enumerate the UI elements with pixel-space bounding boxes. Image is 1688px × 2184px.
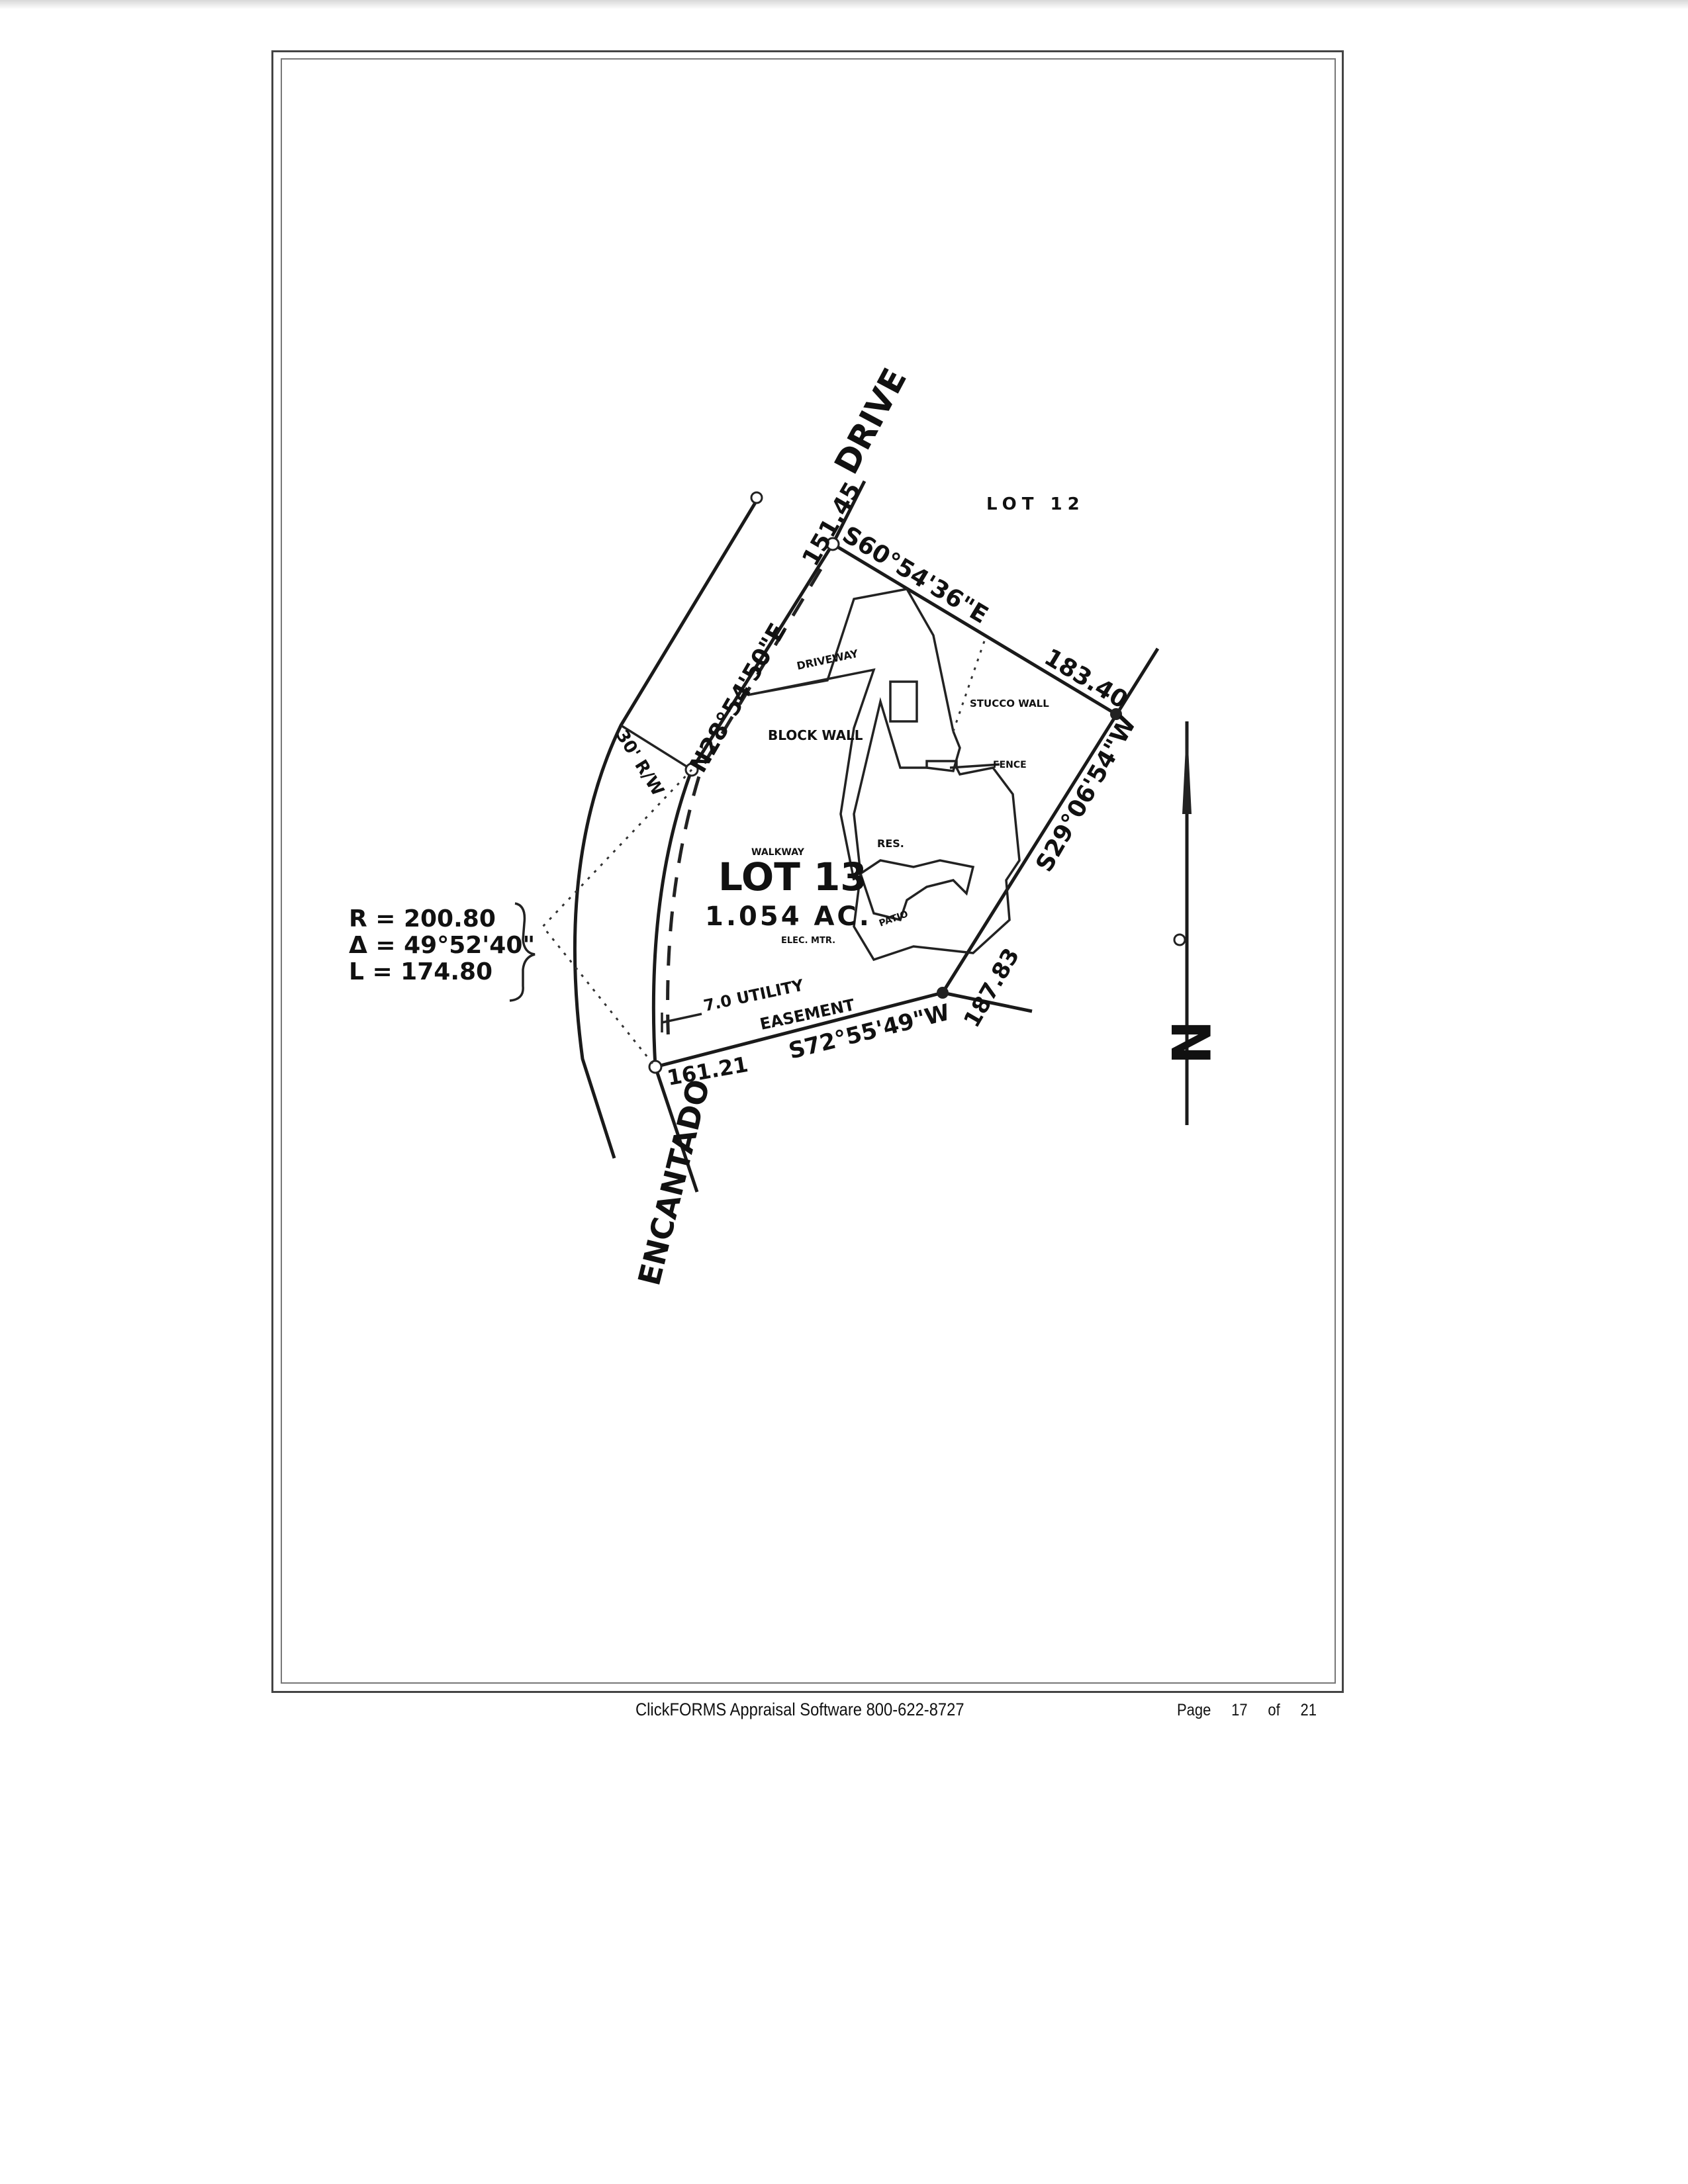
corner-marker <box>825 537 840 551</box>
page-label: Page <box>1177 1701 1211 1719</box>
north-arrow-marker <box>1173 933 1186 946</box>
fence-line <box>949 763 1000 769</box>
curve-radius: R = 200.80 <box>349 905 496 933</box>
driveway-label: DRIVEWAY <box>796 647 860 672</box>
residence-outline <box>853 697 1021 962</box>
curve-length: L = 174.80 <box>349 958 492 985</box>
walkway-label: WALKWAY <box>751 847 805 858</box>
scan-edge-shade <box>0 0 1688 9</box>
curve-delta: Δ = 49°52'40" <box>349 932 535 959</box>
stucco-wall-label: STUCCO WALL <box>970 698 1049 709</box>
bearing-northwest: N28°54'50"E <box>684 619 792 777</box>
north-label: N <box>1159 1021 1221 1065</box>
acreage-label: 1.054 AC. <box>705 901 872 932</box>
stucco-wall <box>926 731 961 772</box>
stucco-wall-dotted <box>952 635 988 732</box>
curve-data-brace <box>509 902 536 1002</box>
footer-page-number: Page 17 of 21 <box>1177 1701 1325 1720</box>
block-wall <box>747 668 876 881</box>
elec-meter-label: ELEC. MTR. <box>781 936 835 946</box>
lot-13-label: LOT 13 <box>718 854 867 899</box>
right-of-way-line <box>620 724 692 771</box>
corner-marker <box>937 987 949 999</box>
page-border-inner <box>281 58 1336 1684</box>
street-label-drive: DRIVE <box>827 362 914 480</box>
page-border-outer <box>271 50 1344 1693</box>
structure <box>889 680 918 723</box>
page-number: 17 <box>1231 1701 1248 1719</box>
block-wall-label: BLOCK WALL <box>768 727 863 743</box>
corner-marker <box>648 1060 663 1074</box>
easement-arrow <box>661 1013 702 1032</box>
patio-label: PATIO <box>878 909 910 929</box>
lot-12-label: LOT 12 <box>986 494 1085 514</box>
bearing-southeast: S29°06'54"W <box>1031 712 1141 877</box>
street-label-encantado: ENCANTADO <box>631 1076 716 1289</box>
patio-outline <box>859 859 975 922</box>
easement-line <box>666 568 823 1046</box>
residence-label: RES. <box>877 837 904 850</box>
lot-boundary-curve <box>651 769 699 1193</box>
lot-boundary-northeast <box>831 542 1117 716</box>
curve-radius-lines <box>541 768 693 1068</box>
page-total: 21 <box>1300 1701 1317 1719</box>
distance-southeast: 187.83 <box>959 944 1025 1032</box>
lot-boundary-southeast <box>941 647 1160 994</box>
fence-label: FENCE <box>993 760 1027 770</box>
of-label: of <box>1268 1701 1280 1719</box>
monument-marker <box>750 491 763 504</box>
road-outer-line <box>573 494 762 1159</box>
north-arrow-head <box>1182 721 1192 814</box>
distance-northeast: 183.40 <box>1039 644 1132 715</box>
corner-marker <box>1110 708 1122 720</box>
bearing-northeast: S60°54'36"E <box>837 522 992 629</box>
footer-software: ClickFORMS Appraisal Software 800-622-87… <box>635 1700 964 1719</box>
